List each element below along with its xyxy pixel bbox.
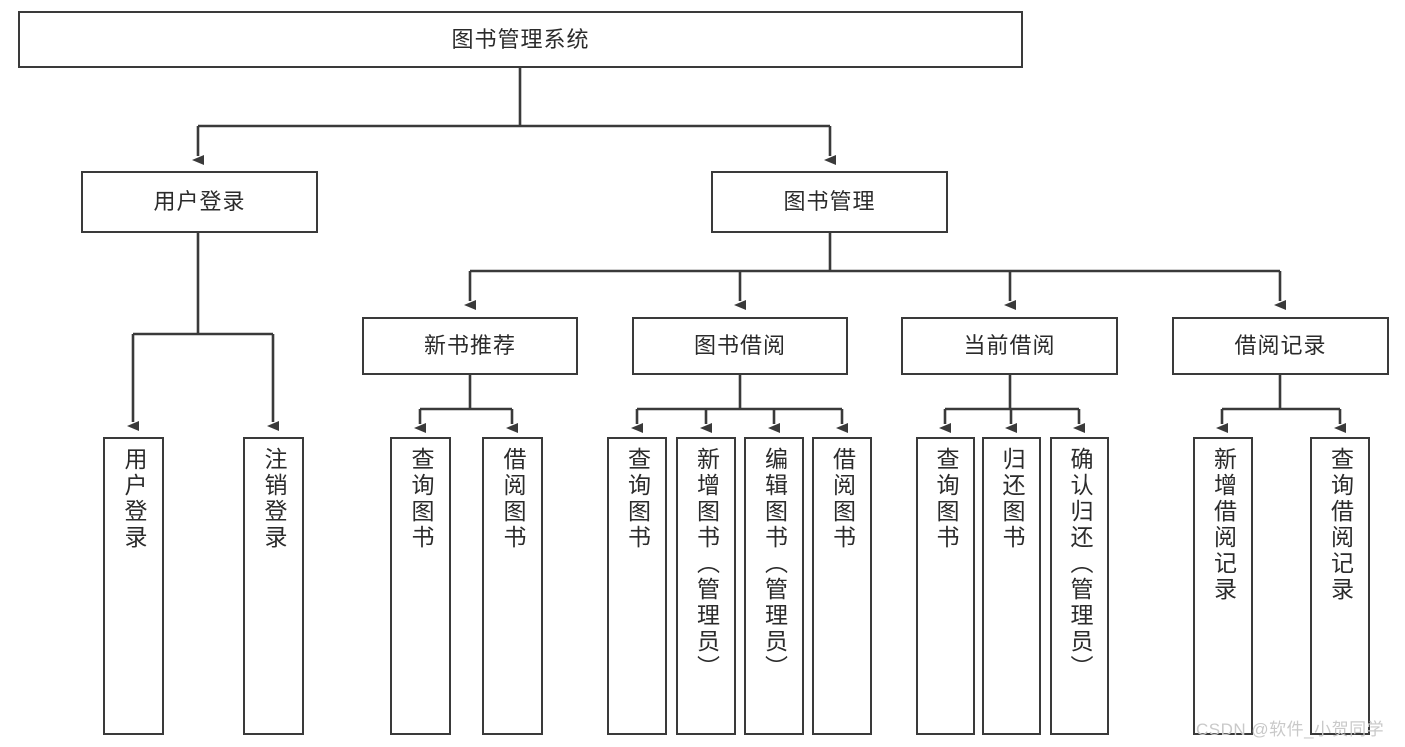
leaf-query-borrow-record-label: 查询借阅记录 xyxy=(1327,447,1354,603)
leaf-confirm-return-admin-label: 确认归还（管理员） xyxy=(1067,447,1093,681)
leaf-add-borrow-record[interactable]: 新增借阅记录 xyxy=(1193,437,1253,735)
leaf-current-query-book[interactable]: 查询图书 xyxy=(916,437,975,735)
leaf-new-book-borrow-label: 借阅图书 xyxy=(500,447,526,551)
leaf-borrow-book[interactable]: 借阅图书 xyxy=(812,437,872,735)
leaf-edit-book-admin-label: 编辑图书（管理员） xyxy=(761,447,788,681)
leaf-return-book[interactable]: 归还图书 xyxy=(982,437,1041,735)
node-current-borrow[interactable]: 当前借阅 xyxy=(901,317,1118,375)
node-borrow-record[interactable]: 借阅记录 xyxy=(1172,317,1389,375)
node-root-label: 图书管理系统 xyxy=(451,26,590,52)
leaf-new-book-borrow[interactable]: 借阅图书 xyxy=(482,437,543,735)
leaf-return-book-label: 归还图书 xyxy=(999,447,1025,551)
node-book-borrow[interactable]: 图书借阅 xyxy=(632,317,848,375)
leaf-borrow-query-book[interactable]: 查询图书 xyxy=(607,437,667,735)
leaf-add-borrow-record-label: 新增借阅记录 xyxy=(1210,447,1237,603)
leaf-edit-book-admin[interactable]: 编辑图书（管理员） xyxy=(744,437,804,735)
leaf-borrow-query-book-label: 查询图书 xyxy=(624,447,651,551)
node-new-book-recommend[interactable]: 新书推荐 xyxy=(362,317,578,375)
leaf-logout[interactable]: 注销登录 xyxy=(243,437,304,735)
leaf-query-borrow-record[interactable]: 查询借阅记录 xyxy=(1310,437,1370,735)
csdn-watermark: CSDN @软件_小贺同学 xyxy=(1196,720,1385,739)
node-borrow-record-label: 借阅记录 xyxy=(1234,333,1327,359)
leaf-add-book-admin[interactable]: 新增图书（管理员） xyxy=(676,437,736,735)
leaf-confirm-return-admin[interactable]: 确认归还（管理员） xyxy=(1050,437,1109,735)
leaf-new-book-query[interactable]: 查询图书 xyxy=(390,437,451,735)
leaf-new-book-query-label: 查询图书 xyxy=(408,447,434,551)
node-book-borrow-label: 图书借阅 xyxy=(693,333,786,359)
leaf-logout-label: 注销登录 xyxy=(261,447,287,551)
leaf-user-login-label: 用户登录 xyxy=(121,447,147,551)
leaf-borrow-book-label: 借阅图书 xyxy=(829,447,856,551)
leaf-add-book-admin-label: 新增图书（管理员） xyxy=(693,447,720,681)
node-root[interactable]: 图书管理系统 xyxy=(18,11,1023,68)
leaf-user-login[interactable]: 用户登录 xyxy=(103,437,164,735)
node-user-login[interactable]: 用户登录 xyxy=(81,171,318,233)
node-new-book-recommend-label: 新书推荐 xyxy=(423,333,516,359)
node-book-manage-label: 图书管理 xyxy=(783,189,876,215)
node-book-manage[interactable]: 图书管理 xyxy=(711,171,948,233)
leaf-current-query-book-label: 查询图书 xyxy=(933,447,959,551)
node-current-borrow-label: 当前借阅 xyxy=(963,333,1056,359)
node-user-login-label: 用户登录 xyxy=(153,189,246,215)
